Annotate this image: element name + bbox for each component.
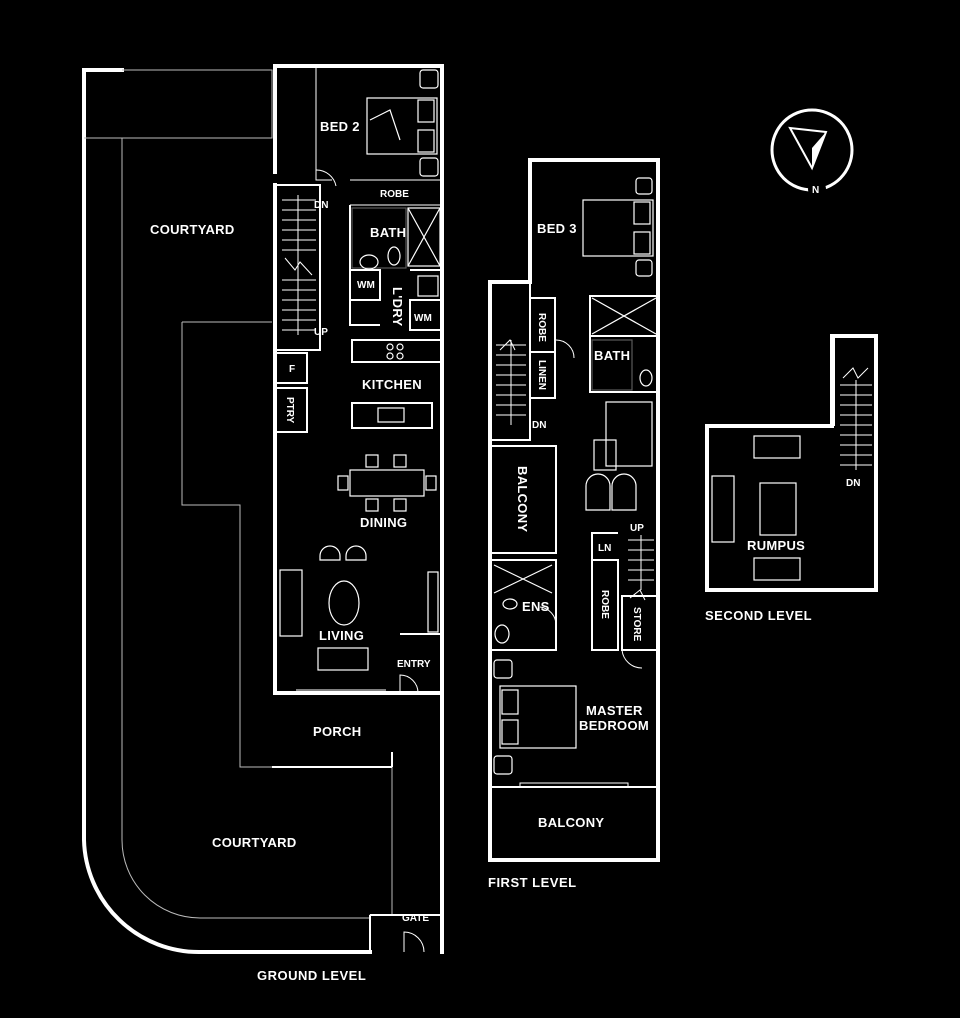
first-stair-dn-label: DN bbox=[532, 420, 546, 431]
fridge-label: F bbox=[289, 364, 295, 375]
ens-label: ENS bbox=[522, 599, 550, 614]
ground-stair-dn-label: DN bbox=[314, 200, 328, 211]
rumpus-sofa-bottom bbox=[753, 557, 801, 581]
rumpus-sofa-top bbox=[753, 435, 801, 459]
first-level-title: FIRST LEVEL bbox=[488, 875, 577, 890]
first-bath-label: BATH bbox=[594, 348, 630, 363]
laundry-tub bbox=[417, 275, 439, 297]
bed2-furniture bbox=[366, 69, 439, 177]
wm1-label: WM bbox=[357, 280, 375, 291]
north-arrow-icon bbox=[788, 126, 828, 171]
first-stair-up-label: UP bbox=[630, 523, 644, 534]
side-balcony-label: BALCONY bbox=[515, 466, 530, 532]
second-stair bbox=[840, 367, 872, 470]
second-level-plan: DN RUMPUS SECOND LEVEL bbox=[705, 334, 878, 623]
wm2-label: WM bbox=[414, 313, 432, 324]
second-stair-dn-label: DN bbox=[846, 478, 860, 489]
living-furniture bbox=[279, 545, 439, 671]
bedroom-label: BEDROOM bbox=[579, 718, 649, 733]
ln-label: LN bbox=[598, 543, 611, 554]
kitchen-label: KITCHEN bbox=[362, 377, 422, 392]
bed3-label: BED 3 bbox=[537, 221, 577, 236]
ground-stair-up-label: UP bbox=[314, 327, 328, 338]
first-robe-label: ROBE bbox=[536, 313, 547, 342]
dining-table bbox=[337, 454, 437, 512]
rumpus-table bbox=[759, 482, 797, 536]
bed2-label: BED 2 bbox=[320, 119, 360, 134]
ground-level-plan: COURTYARD BED 2 ROBE BATH WM L'DRY WM DN… bbox=[82, 64, 444, 983]
master-label: MASTER bbox=[586, 703, 643, 718]
first-balcony-label: BALCONY bbox=[538, 815, 604, 830]
ground-bath-fixtures bbox=[351, 207, 441, 270]
compass-north-label: N bbox=[812, 185, 819, 196]
pantry-label: PTRY bbox=[284, 397, 295, 424]
porch-label: PORCH bbox=[313, 724, 361, 739]
courtyard-top-label: COURTYARD bbox=[150, 222, 235, 237]
laundry-label: L'DRY bbox=[390, 287, 405, 327]
second-level-title: SECOND LEVEL bbox=[705, 608, 812, 623]
ground-bath-label: BATH bbox=[370, 225, 406, 240]
rumpus-sofa-left bbox=[711, 475, 735, 543]
compass: N bbox=[770, 108, 854, 198]
gate-label: GATE bbox=[402, 913, 429, 924]
linen-label: LINEN bbox=[536, 360, 547, 390]
entry-label: ENTRY bbox=[397, 659, 431, 670]
ground-level-title: GROUND LEVEL bbox=[257, 968, 366, 983]
first-robe2-label: ROBE bbox=[599, 590, 610, 619]
ground-stair bbox=[282, 195, 316, 335]
courtyard-bottom-label: COURTYARD bbox=[212, 835, 297, 850]
store-label: STORE bbox=[631, 607, 642, 642]
rumpus-label: RUMPUS bbox=[747, 538, 805, 553]
master-bed-furniture bbox=[493, 659, 577, 775]
north-arrow-fill-icon bbox=[812, 132, 826, 168]
first-stair bbox=[496, 339, 654, 601]
cooktop bbox=[377, 343, 405, 423]
bed3-furniture bbox=[582, 177, 654, 277]
living-label: LIVING bbox=[319, 628, 364, 643]
first-level-plan: BED 3 ROBE LINEN BATH DN BALCONY UP LN E… bbox=[488, 158, 660, 890]
dining-label: DINING bbox=[360, 515, 407, 530]
ground-robe-label: ROBE bbox=[380, 189, 409, 200]
